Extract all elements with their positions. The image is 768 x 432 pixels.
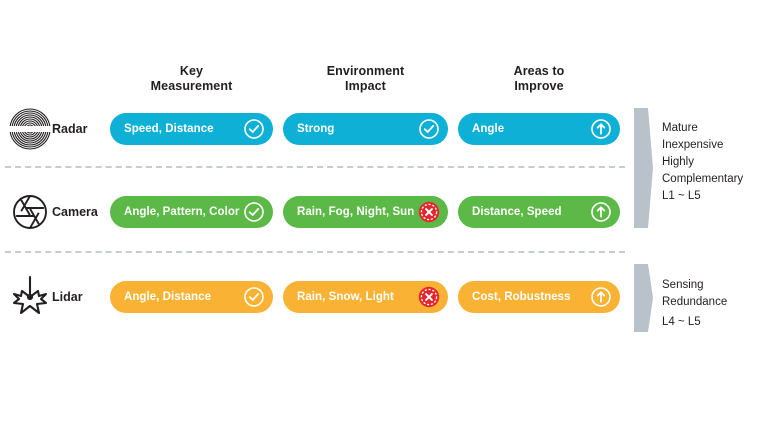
pill-radar-key-measurement[interactable]: Speed, Distance [110, 113, 273, 145]
cross-icon [418, 201, 440, 223]
row-label-camera: Camera [52, 205, 98, 219]
check-icon [418, 118, 440, 140]
table-row-lidar: Lidar Angle, Distance Rain, Snow, Light [0, 271, 768, 323]
column-header-line-2: Impact [345, 79, 386, 93]
column-header-line-1: Environment [326, 64, 405, 78]
pill-camera-areas-to-improve[interactable]: Distance, Speed [458, 196, 620, 228]
note-line: Inexpensive [662, 139, 724, 151]
arrow-up-icon [590, 286, 612, 308]
pill-camera-environment-impact[interactable]: Rain, Fog, Night, Sun [283, 196, 448, 228]
pill-radar-areas-to-improve[interactable]: Angle [458, 113, 620, 145]
pill-text: Speed, Distance [124, 123, 214, 135]
note-line: Highly [662, 156, 694, 168]
row-label-lidar: Lidar [52, 290, 83, 304]
note-sensing-redundance: Sensing Redundance L4 ~ L5 [662, 277, 727, 331]
note-line: Complementary [662, 173, 744, 185]
column-header-line-1: Areas to [513, 64, 565, 78]
cross-icon [418, 286, 440, 308]
column-header-areas-to-improve: Areas to Improve [458, 64, 620, 94]
pill-text: Rain, Snow, Light [297, 291, 394, 303]
column-header-line-2: Measurement [150, 79, 233, 93]
check-icon [243, 201, 265, 223]
column-header-environment-impact: Environment Impact [283, 64, 448, 94]
pill-text: Angle, Distance [124, 291, 212, 303]
arrow-up-icon [590, 201, 612, 223]
pill-lidar-key-measurement[interactable]: Angle, Distance [110, 281, 273, 313]
row-divider-1 [5, 166, 625, 168]
pill-text: Cost, Robustness [472, 291, 571, 303]
chevron-right-icon [632, 264, 654, 332]
row-divider-2 [5, 251, 625, 253]
note-line: L1 ~ L5 [662, 190, 701, 202]
arrow-up-icon [590, 118, 612, 140]
note-mature: Mature Inexpensive Highly Complementary … [662, 120, 743, 205]
column-header-line-1: Key [179, 64, 204, 78]
radar-waves-icon [8, 105, 52, 153]
check-icon [243, 286, 265, 308]
note-line: L4 ~ L5 [662, 316, 701, 328]
pill-radar-environment-impact[interactable]: Strong [283, 113, 448, 145]
column-header-key-measurement: Key Measurement [110, 64, 273, 94]
pill-camera-key-measurement[interactable]: Angle, Pattern, Color [110, 196, 273, 228]
pill-text: Strong [297, 123, 335, 135]
pill-text: Rain, Fog, Night, Sun [297, 206, 415, 218]
note-line: Sensing [662, 279, 704, 291]
table-row-radar: Radar Speed, Distance Strong Angle [0, 103, 768, 155]
pill-text: Angle, Pattern, Color [124, 206, 240, 218]
table-row-camera: Camera Angle, Pattern, Color Rain, Fog, … [0, 186, 768, 238]
pill-text: Angle [472, 123, 505, 135]
note-line: Mature [662, 122, 698, 134]
pill-lidar-environment-impact[interactable]: Rain, Snow, Light [283, 281, 448, 313]
lidar-burst-icon [8, 273, 52, 321]
note-line: Redundance [662, 296, 728, 308]
row-label-radar: Radar [52, 122, 88, 136]
pill-text: Distance, Speed [472, 206, 562, 218]
pill-lidar-areas-to-improve[interactable]: Cost, Robustness [458, 281, 620, 313]
check-icon [243, 118, 265, 140]
column-header-line-2: Improve [514, 79, 564, 93]
chevron-right-icon [632, 108, 654, 228]
camera-aperture-icon [8, 188, 52, 236]
